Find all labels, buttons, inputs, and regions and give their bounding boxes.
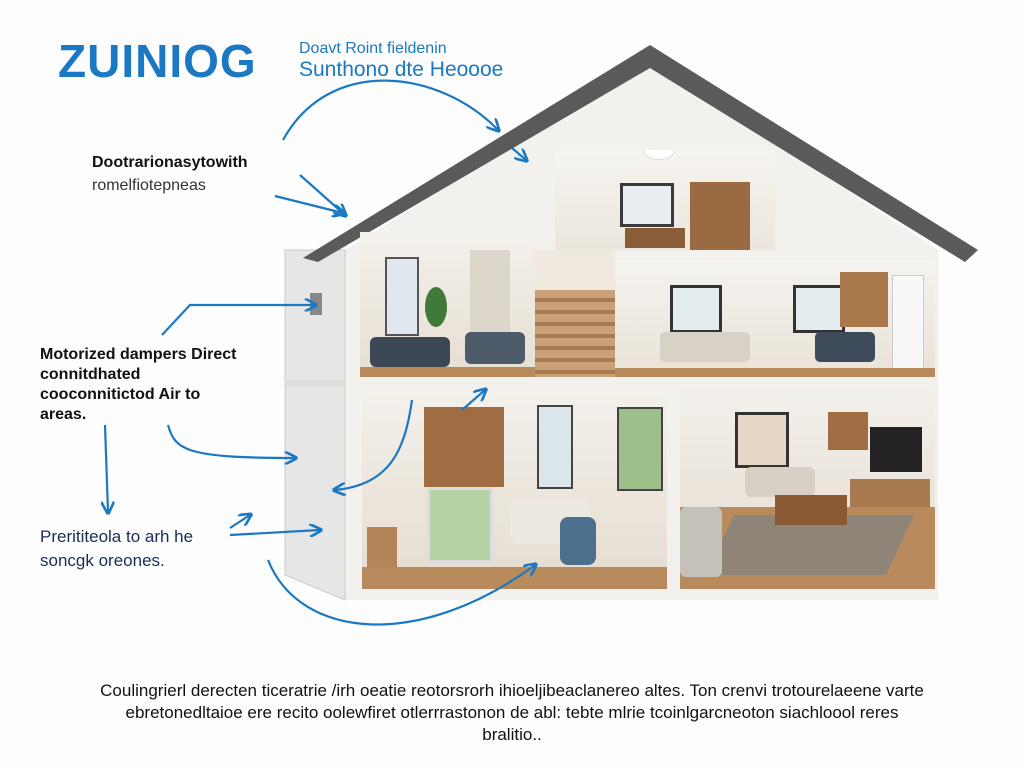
caption: Coulingrierl derecten ticeratrie /irh oe… (100, 681, 924, 744)
subtitle-line-1: Doavt Roint fieldenin (299, 40, 447, 57)
brand-title: ZUINIOG (58, 35, 257, 87)
arrow-zone-2 (229, 530, 320, 535)
room-lower-right (680, 387, 935, 589)
arrow-down (105, 424, 108, 512)
arrow-top-2 (274, 194, 343, 213)
subtitle-line-2: Sunthono dte Heoooe (299, 58, 504, 81)
callout-zones: Prerititeola to arh he soncgk oreones. (40, 527, 194, 570)
callout-top-title: Dootrarionasytowith (92, 154, 248, 171)
callout-dampers: Motorized dampers Direct connitdhated co… (40, 346, 237, 423)
arrow-bottom (266, 559, 535, 626)
room-upper-right (615, 260, 935, 377)
staircase (535, 250, 615, 377)
arrow-duct (166, 424, 295, 458)
room-lower-left (362, 387, 667, 589)
callout-top-text: romelfiotepneas (92, 177, 206, 194)
arrow-attic (511, 147, 526, 160)
arrow-shelf (461, 390, 485, 411)
room-attic (555, 150, 775, 250)
arrow-damper (161, 305, 315, 336)
arrow-zone-1 (229, 515, 250, 529)
arrow-lower-left (335, 399, 414, 490)
room-upper-left (360, 232, 535, 377)
arrow-roof (282, 79, 498, 141)
